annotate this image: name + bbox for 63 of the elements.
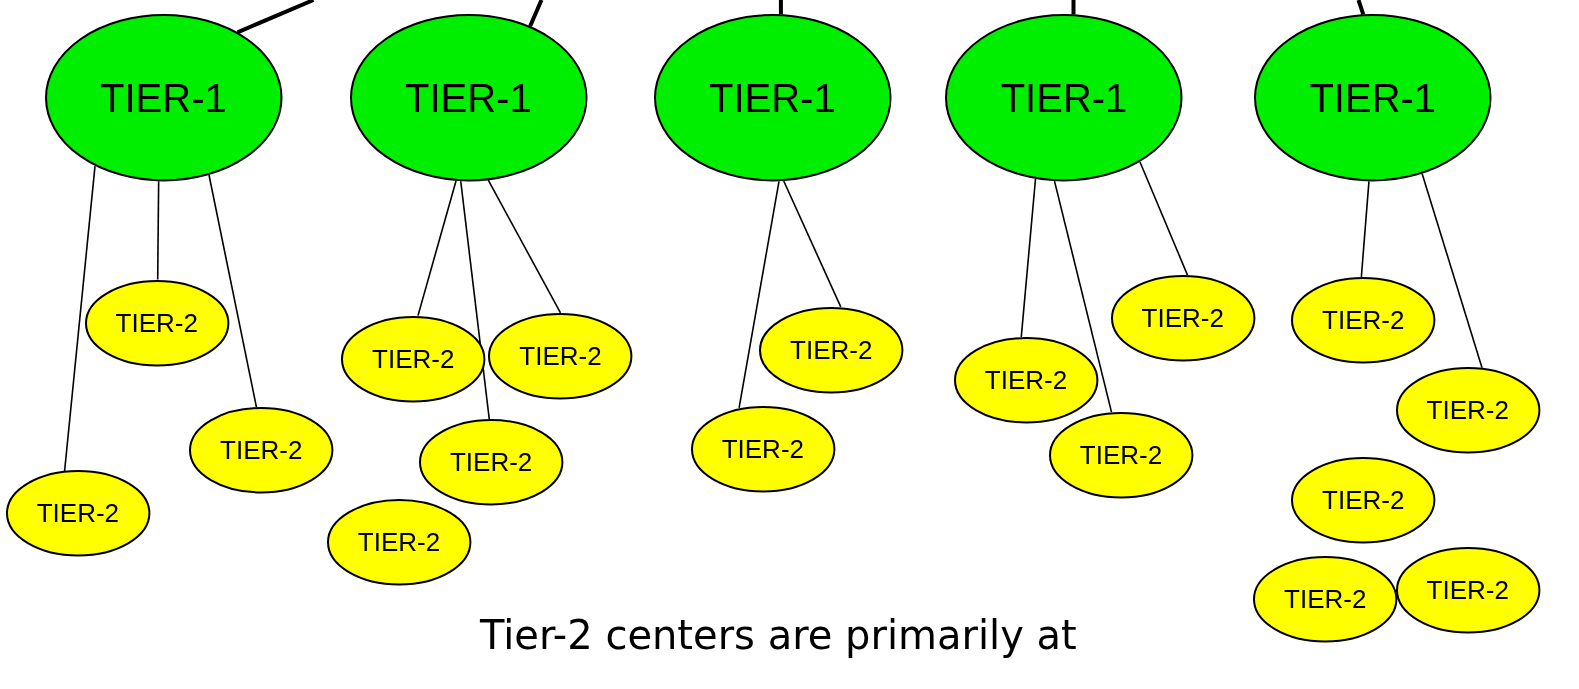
connector-line [156,180,160,281]
connector-line [1360,180,1370,278]
node-label: TIER-2 [1079,442,1163,468]
tier-1-ellipse [1254,14,1492,182]
node-label: TIER-2 [1322,487,1405,513]
tier-2-ellipse [953,337,1099,424]
node-label: TIER-2 [790,336,873,363]
tier-2-ellipse [84,279,229,366]
tier-2-ellipse [1048,411,1194,499]
caption-text: Tier-2 centers are primarily at [480,612,1077,658]
node-label: TIER-2 [115,309,198,336]
connector-line [459,180,491,420]
node-label: TIER-2 [220,437,303,464]
tier-2-ellipse [1110,275,1255,362]
node-label: TIER-1 [1309,77,1437,118]
connector-line [1071,0,1076,15]
connector-line [1139,161,1189,276]
connector-line [1421,173,1483,369]
tier-2-ellipse [326,499,472,586]
node-label: TIER-2 [519,343,602,369]
connector-line [236,0,315,35]
node-label: TIER-1 [405,77,532,118]
connector-line [1356,0,1366,15]
connector-line [63,165,96,472]
tier-1-ellipse [44,14,283,182]
connector-line [417,180,457,317]
tier-2-ellipse [1395,366,1540,454]
node-label: TIER-1 [709,77,836,118]
node-label: TIER-1 [1000,77,1128,118]
tier-2-ellipse [341,315,486,402]
connector-line [528,0,544,27]
node-label: TIER-2 [1141,305,1224,332]
node-label: TIER-2 [984,367,1068,394]
connector-line [782,180,842,308]
connector-line [487,179,562,314]
tier-2-ellipse [1253,555,1398,643]
connector-line [1020,178,1037,338]
node-label: TIER-2 [1426,397,1509,423]
tier-2-ellipse [418,419,564,506]
tier-2-ellipse [189,407,334,494]
tier-2-ellipse [690,405,836,492]
node-label: TIER-2 [1284,586,1367,612]
node-label: TIER-2 [1322,307,1405,333]
node-label: TIER-2 [36,500,120,527]
connector-line [778,0,783,15]
tier-2-ellipse [1291,456,1436,544]
tier-2-ellipse [488,312,633,400]
tier-2-ellipse [5,470,151,557]
node-label: TIER-2 [357,529,441,556]
connector-line [1053,180,1113,413]
tier-1-ellipse [653,14,892,182]
tier-1-ellipse [945,14,1183,182]
node-label: TIER-2 [1426,577,1509,603]
node-label: TIER-2 [372,345,455,372]
tier-2-ellipse [1291,276,1436,364]
connector-line [738,180,780,409]
node-label: TIER-1 [100,77,227,118]
node-label: TIER-2 [721,435,804,462]
node-label: TIER-2 [449,449,533,476]
connector-line [208,174,258,409]
tier-1-ellipse [349,14,588,182]
tier-2-ellipse [1395,546,1540,634]
tier-2-ellipse [759,306,904,393]
